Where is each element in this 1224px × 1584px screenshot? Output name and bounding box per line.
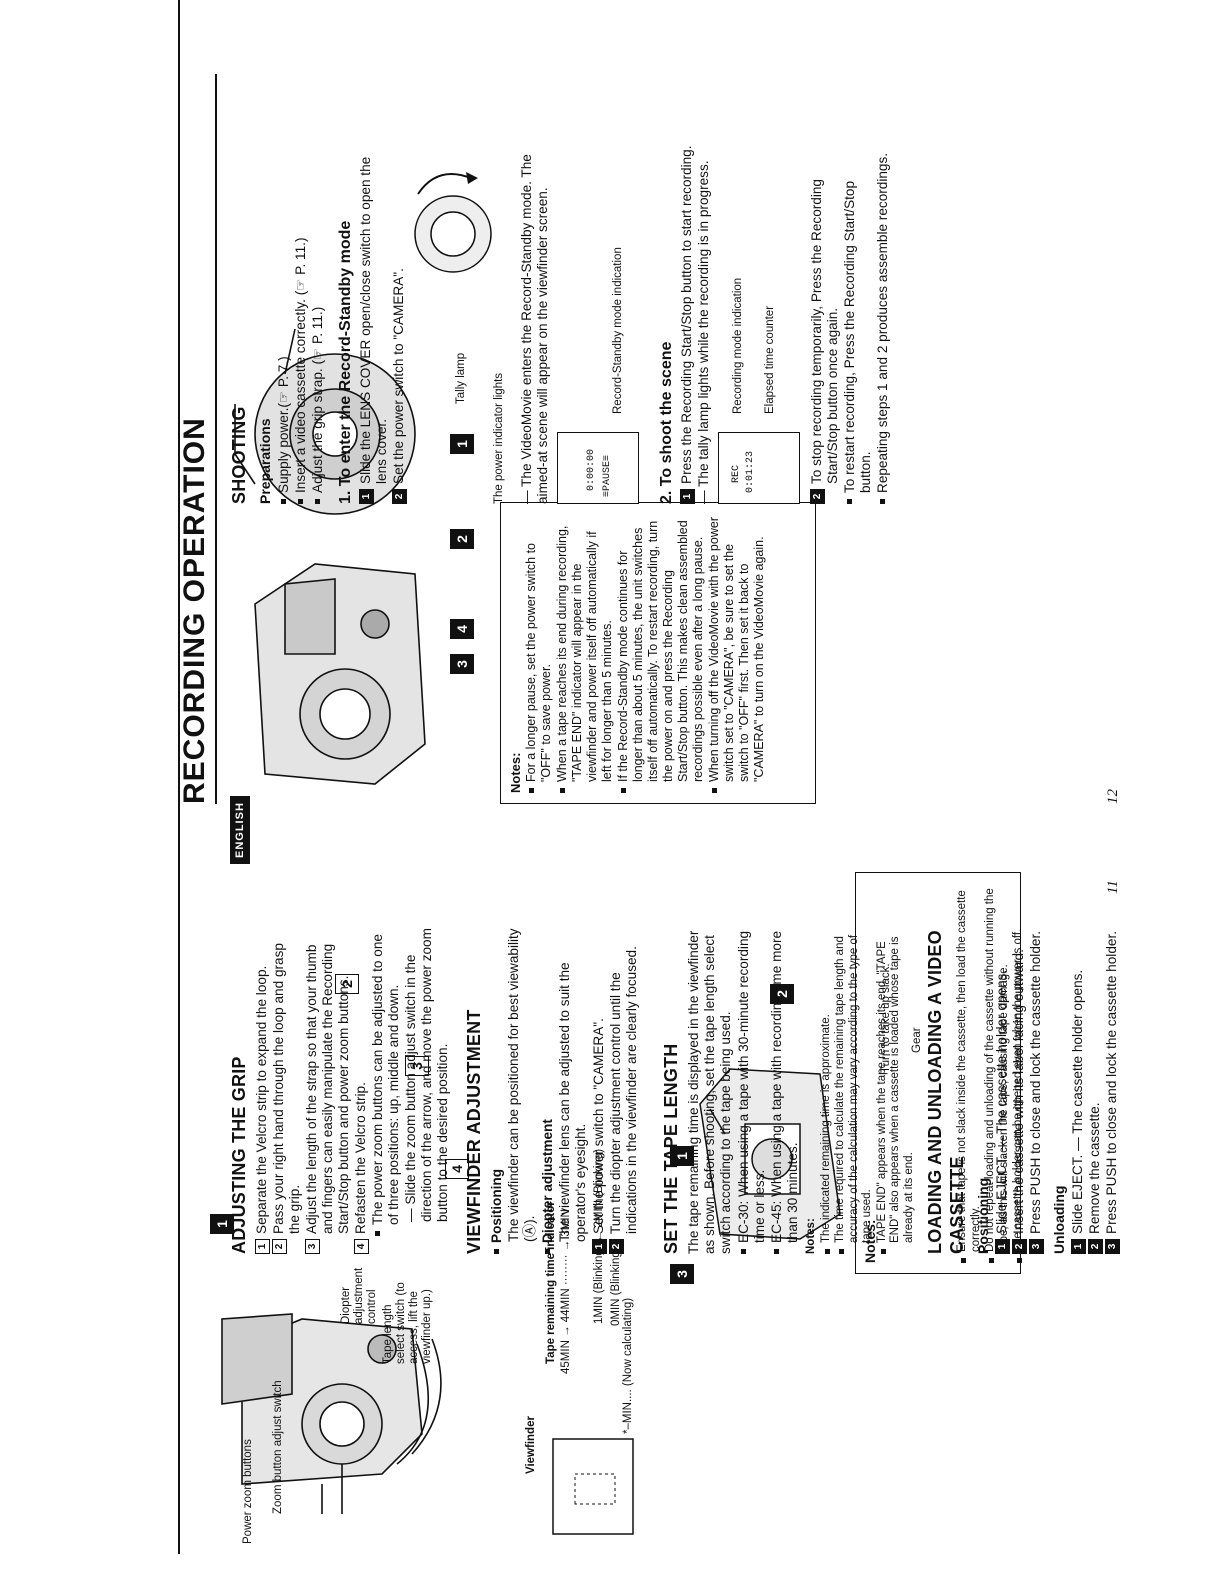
step-text: Slide the LENS COVER open/close switch t…: [358, 156, 389, 484]
step2-head: 2. To shoot the scene: [658, 341, 675, 504]
loading-pos-head: Positioning: [975, 1177, 991, 1254]
loading-step: 2 Insert the cassette with its label faci…: [1011, 924, 1027, 1254]
step-num: 2: [1088, 1239, 1103, 1254]
unloading-step: 2 Remove the cassette.: [1087, 924, 1103, 1254]
pause-time: 0:00:00: [586, 448, 597, 491]
step-text: Slide EJECT. — The cassette holder opens…: [1070, 969, 1085, 1234]
step-text: Insert the cassette with its label facin…: [1011, 949, 1026, 1234]
step2-dash: — The tally lamp lights while the record…: [696, 160, 711, 504]
step-num: 1: [1071, 1239, 1086, 1254]
restart-item: Repeating steps 1 and 2 produces assembl…: [875, 144, 891, 504]
shooting-title: SHOOTING: [229, 406, 249, 504]
loading-title: LOADING AND UNLOADING A VIDEO CASSETTE: [925, 930, 967, 1254]
pause-viewfinder: 0:00:00 ≡PAUSE≡: [557, 432, 639, 504]
rec-figure: REC 0:01:23 Recording mode indication El…: [718, 144, 808, 504]
step-text: Press the Recording Start/Stop button to…: [679, 145, 694, 484]
step-text: Press PUSH to close and lock the cassett…: [1104, 931, 1119, 1234]
step-num: 3: [1105, 1239, 1120, 1254]
tape-title: SET THE TAPE LENGTH: [661, 1043, 681, 1254]
tape-bullet: EC-30: When using a tape with 30-minute …: [736, 924, 768, 1254]
prep-head: Preparations: [257, 418, 273, 504]
loading-step: 3 Press PUSH to close and lock the casset…: [1028, 924, 1044, 1254]
elapsed-label: Elapsed time counter: [764, 305, 776, 414]
grip-diagram: [221, 1313, 442, 1514]
tape-notes-head: Notes:: [805, 1218, 817, 1254]
tape-note: The time required to calculate the remai…: [834, 924, 875, 1254]
rec-label: Recording mode indication: [732, 277, 744, 414]
tape-and-cassette: SET THE TAPE LENGTH The tape remaining t…: [660, 924, 1121, 1254]
rec-viewfinder: REC 0:01:23: [718, 432, 800, 504]
power-lights-label: The power indicator lights: [493, 372, 505, 504]
power-indicator-figure: The power indicator lights: [408, 144, 518, 504]
unloading-step: 1 Slide EJECT. — The cassette holder open…: [1070, 924, 1086, 1254]
step1-item: 1 Slide the LENS COVER open/close switch …: [358, 144, 390, 504]
camera-top-diagram: [254, 563, 426, 785]
stop-item: 2 To stop recording temporarily, Press th…: [809, 144, 841, 504]
step2-item: 1 Press the Recording Start/Stop button t…: [679, 144, 695, 504]
step-num: 2: [392, 489, 407, 504]
prep-item: Adjust the grip strap. (☞ P. 11.): [310, 144, 326, 504]
tape-bullet: EC-45: When using a tape with recording …: [769, 924, 801, 1254]
prep-item: Insert a video cassette correctly. (☞ P.…: [293, 144, 309, 504]
lens-cover-icon: [414, 172, 492, 273]
step-text: To stop recording temporarily, Press the…: [809, 179, 840, 484]
step-num: 1: [680, 489, 695, 504]
loading-step: 1 Slide EJECT. — The cassette holder open…: [994, 924, 1010, 1254]
pause-text: ≡PAUSE≡: [602, 454, 613, 497]
step-text: Set the power switch to "CAMERA".: [391, 268, 406, 484]
restart-item: To restart recording, Press the Recordin…: [842, 144, 874, 504]
step-num: 3: [1029, 1239, 1044, 1254]
pause-label: Record-Standby mode indication: [612, 247, 624, 414]
shooting-column: SHOOTING Preparations Supply power.(☞ P.…: [228, 144, 892, 504]
step-num: 1: [995, 1239, 1010, 1254]
prep-item: Supply power.(☞ P. 7.): [276, 144, 292, 504]
rec-time: 0:01:23: [745, 450, 756, 493]
step1-dash: — The VideoMovie enters the Record-Stand…: [519, 154, 550, 504]
step-text: Slide EJECT. — The cassette holder opens…: [994, 969, 1009, 1234]
tape-text: The tape remaining time is displayed in …: [686, 930, 733, 1254]
tape-note: The indicated remaining time is approxim…: [820, 924, 834, 1254]
loading-unl-head: Unloading: [1051, 1185, 1067, 1254]
step1-head: 1. To enter the Record-Standby mode: [337, 220, 354, 504]
step-text: Remove the cassette.: [1087, 1102, 1102, 1234]
step-num: 2: [810, 489, 825, 504]
unloading-step: 3 Press PUSH to close and lock the casset…: [1104, 924, 1120, 1254]
step-num: 1: [359, 489, 374, 504]
tape-note: TAPE END" appears when the tape reaches …: [876, 924, 917, 1254]
viewfinder-diagram: [552, 1438, 634, 1535]
step1-item: 2 Set the power switch to "CAMERA".: [391, 144, 407, 504]
pause-figure: 0:00:00 ≡PAUSE≡ Record-Standby mode indi…: [557, 144, 647, 504]
step-text: Press PUSH to close and lock the cassett…: [1028, 931, 1043, 1234]
step-num: 2: [1012, 1239, 1027, 1254]
